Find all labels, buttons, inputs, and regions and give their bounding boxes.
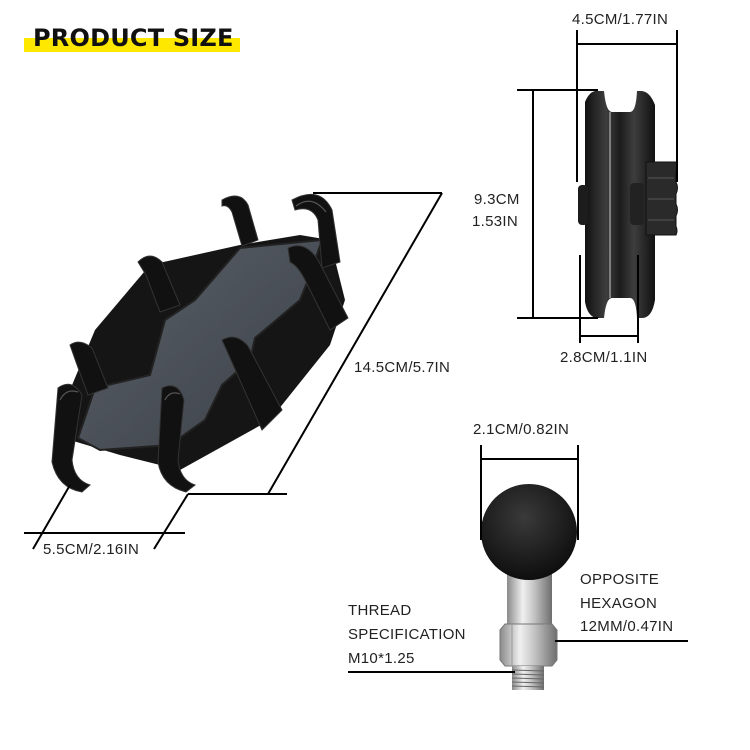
arm-top-width-dimension (576, 30, 678, 182)
title-highlight-bar (24, 38, 240, 52)
hexagon-label-line1: OPPOSITE (580, 571, 660, 588)
thread-label-line1: THREAD (348, 602, 412, 619)
arm-height-label-cm: 9.3CM (474, 191, 520, 208)
ball-mount-illustration (481, 484, 577, 690)
holder-length-label: 14.5CM/5.7IN (354, 359, 451, 376)
phone-holder-illustration (51, 193, 349, 493)
hexagon-label-line3: 12MM/0.47IN (580, 618, 674, 635)
arm-bottom-width-dimension (579, 255, 639, 343)
arm-height-label-in: 1.53IN (472, 213, 518, 230)
ball-diameter-label: 2.1CM/0.82IN (473, 421, 570, 438)
page-title: PRODUCT SIZE (33, 24, 234, 52)
ball-diameter-dimension (480, 445, 579, 540)
arm-top-width-label: 4.5CM/1.77IN (572, 11, 669, 28)
holder-length-dimension (188, 192, 443, 495)
double-socket-arm-illustration (578, 90, 678, 318)
thread-label-line2: SPECIFICATION (348, 626, 466, 643)
holder-width-dimension (24, 484, 189, 550)
arm-bottom-width-label: 2.8CM/1.1IN (560, 349, 648, 366)
arm-height-dimension (517, 89, 598, 319)
hexagon-label-line2: HEXAGON (580, 595, 658, 612)
thread-label-line3: M10*1.25 (348, 650, 415, 667)
holder-width-label: 5.5CM/2.16IN (43, 541, 140, 558)
product-size-heading: PRODUCT SIZE (24, 22, 240, 54)
